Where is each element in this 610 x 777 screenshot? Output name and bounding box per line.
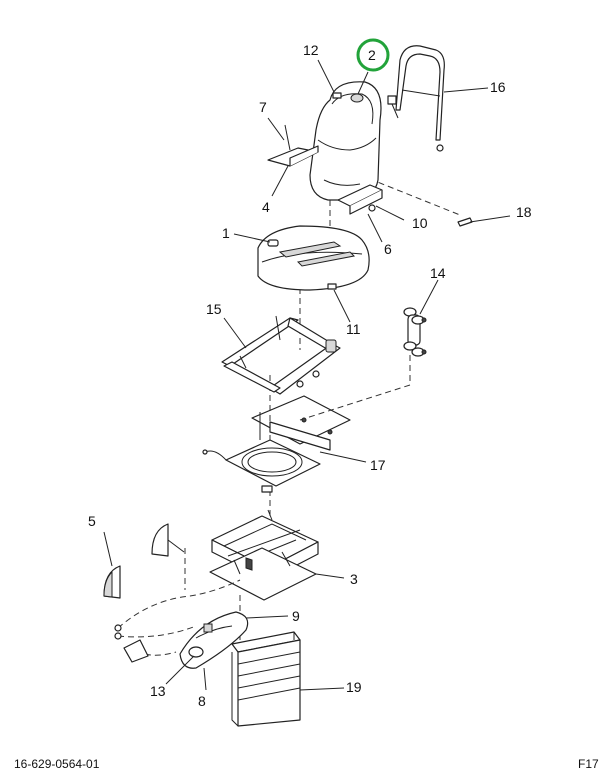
callout-6: 6 [384, 241, 392, 257]
callout-17: 17 [370, 457, 386, 473]
callout-5: 5 [88, 513, 96, 529]
callout-3: 3 [350, 571, 358, 587]
shock-absorbers [403, 307, 427, 357]
document-number: 16-629-0564-01 [14, 757, 100, 771]
bellows-boot [231, 631, 301, 727]
callout-9: 9 [292, 608, 300, 624]
callout-16: 16 [490, 79, 506, 95]
callout-12: 12 [303, 42, 319, 58]
adjust-lever [179, 611, 249, 669]
seat-back [309, 81, 382, 201]
callout-18: 18 [516, 204, 532, 220]
back-frame [387, 45, 445, 152]
pin [457, 217, 473, 227]
callout-11: 11 [346, 321, 361, 337]
suspension-base [209, 509, 319, 601]
highlight-ring [356, 38, 390, 72]
callout-14: 14 [430, 265, 446, 281]
callout-2: 2 [368, 47, 376, 63]
page-reference: F17 [578, 757, 599, 771]
callout-13: 13 [150, 683, 166, 699]
callout-labels: 12 2 16 7 4 10 18 1 6 14 15 11 17 5 3 9 … [88, 42, 532, 709]
callout-7: 7 [259, 99, 267, 115]
back-adjust-knob [350, 93, 364, 103]
control-cable [114, 579, 241, 663]
callout-4: 4 [262, 199, 270, 215]
callout-10: 10 [412, 215, 428, 231]
callout-15: 15 [206, 301, 222, 317]
mounting-plate [202, 395, 351, 493]
dome-cover [103, 523, 185, 599]
leader-lines [103, 59, 511, 691]
slider-frame [221, 315, 341, 395]
right-armrest [337, 184, 383, 215]
left-armrest [267, 124, 319, 167]
seat-cushion [257, 225, 370, 291]
back-tag [332, 92, 342, 99]
callout-8: 8 [198, 693, 206, 709]
callout-19: 19 [346, 679, 362, 695]
callout-1: 1 [222, 225, 230, 241]
